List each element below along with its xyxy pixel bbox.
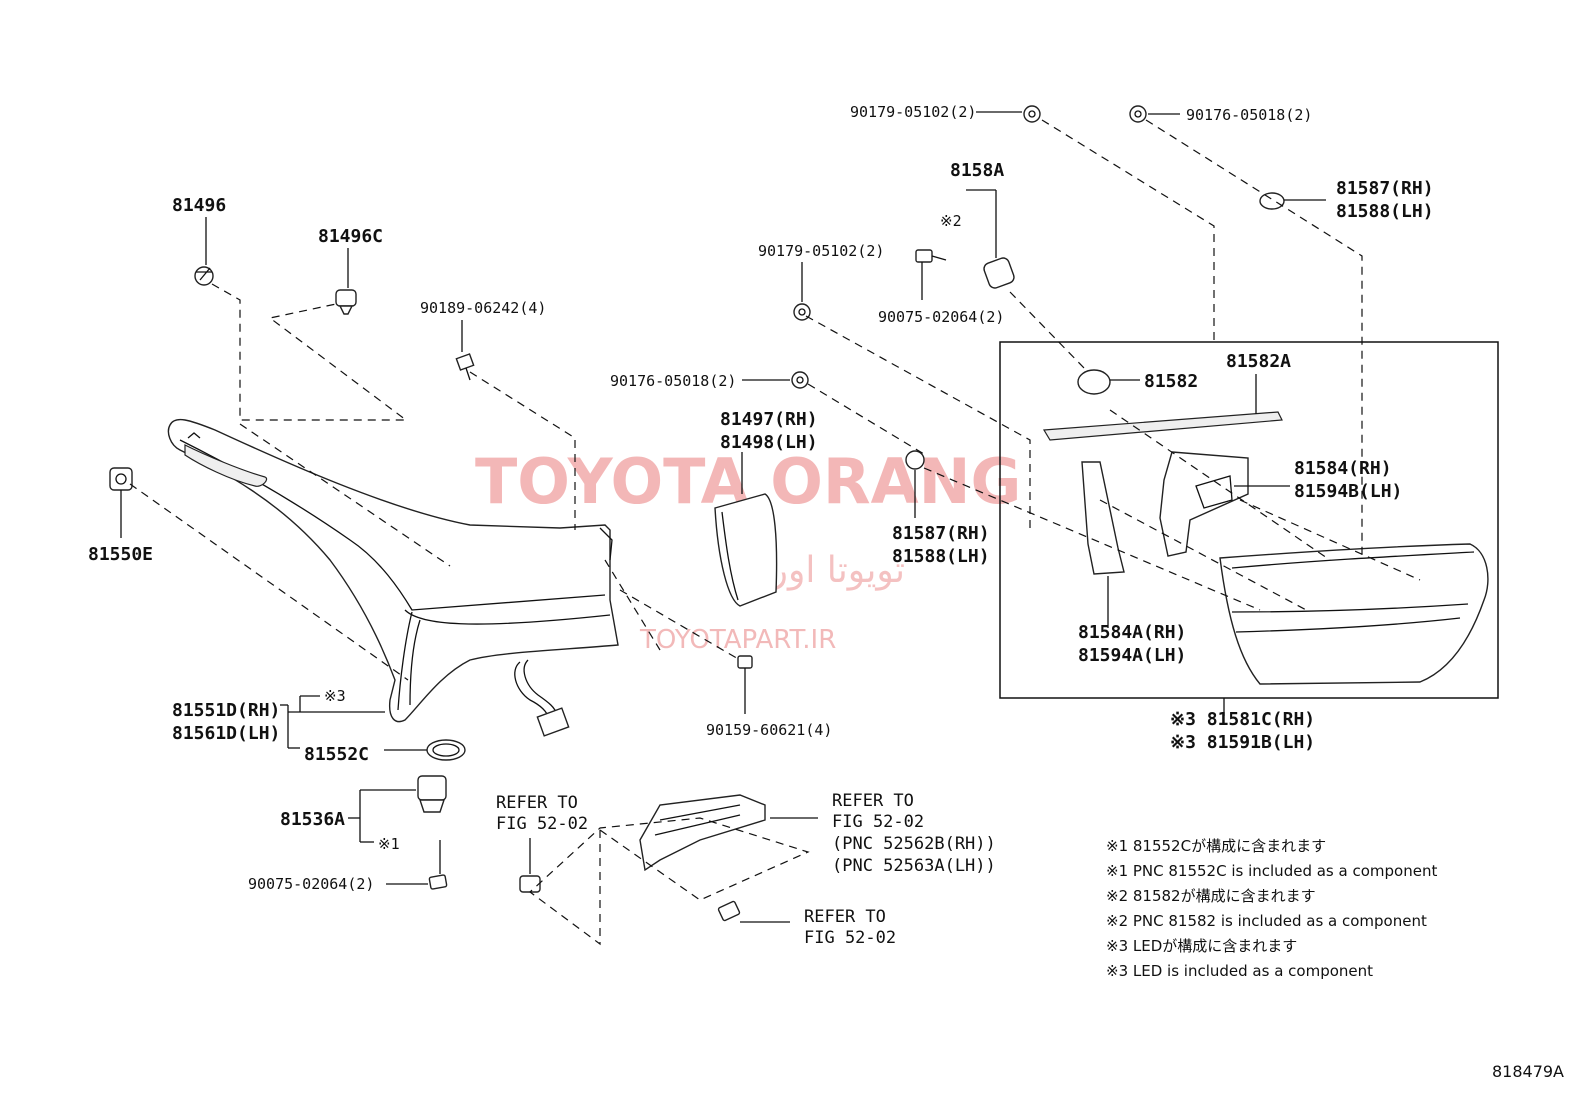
bolt-90189 — [455, 320, 475, 381]
label-81584a-rh: 81584A(RH) — [1078, 622, 1186, 643]
note-3-en: ※3 LED is included as a component — [1106, 962, 1373, 980]
refer-right-line3: (PNC 52562B(RH)) — [832, 834, 996, 854]
label-81496: 81496 — [172, 195, 226, 216]
nut-90176-top — [1129, 105, 1180, 123]
washer-81587-mid — [905, 450, 925, 518]
label-90159: 90159-60621(4) — [706, 721, 832, 739]
grommet-81496c — [335, 248, 357, 315]
label-81551d-rh: 81551D(RH) — [172, 700, 280, 721]
socket-81536a — [348, 775, 447, 843]
refer-left-line2: FIG 52-02 — [496, 814, 588, 834]
label-90189: 90189-06242(4) — [420, 299, 546, 317]
gasket-81552c — [384, 739, 466, 761]
clip-81496 — [194, 217, 214, 286]
reflector-81497 — [714, 452, 778, 607]
inner-lamp-assembly-box — [999, 341, 1499, 699]
label-81498-lh: 81498(LH) — [720, 432, 818, 453]
clip-81550e — [109, 467, 133, 538]
mounting-bracket — [519, 794, 818, 923]
label-81587-mid-rh: 81587(RH) — [892, 523, 990, 544]
label-90075-mid: 90075-02064(2) — [878, 308, 1004, 326]
label-81561d-lh: 81561D(LH) — [172, 723, 280, 744]
socket-8158a — [966, 189, 1015, 289]
washer-81587-top — [1259, 192, 1326, 210]
label-90176-mid: 90176-05018(2) — [610, 372, 736, 390]
label-mark1: ※1 — [378, 835, 400, 853]
label-90179-mid: 90179-05102(2) — [758, 242, 884, 260]
label-90075-bottom: 90075-02064(2) — [248, 875, 374, 893]
refer-bottom-line1: REFER TO — [804, 907, 886, 927]
bolt-90159 — [737, 655, 753, 714]
label-81496c: 81496C — [318, 226, 383, 247]
nut-90179-mid — [793, 262, 811, 321]
label-81584-rh: 81584(RH) — [1294, 458, 1392, 479]
refer-right-line4: (PNC 52563A(LH)) — [832, 856, 996, 876]
assembly-dashed-lines — [129, 119, 1421, 946]
bolt-90075-mid — [915, 249, 947, 300]
note-3-jp: ※3 LEDが構成に含まれます — [1106, 937, 1297, 955]
label-81550e: 81550E — [88, 544, 153, 565]
label-90176-top: 90176-05018(2) — [1186, 106, 1312, 124]
watermark-url: TOYOTAPART.IR — [639, 625, 836, 655]
footnotes: ※1 81552Cが構成に含まれます ※1 PNC 81552C is incl… — [1106, 837, 1437, 980]
label-81497-rh: 81497(RH) — [720, 409, 818, 430]
nut-90179-top — [976, 105, 1041, 123]
label-8158a: 8158A — [950, 160, 1004, 181]
tail-lamp-outer-body — [167, 418, 619, 737]
label-81594a-lh: 81594A(LH) — [1078, 645, 1186, 666]
left-leaders — [280, 695, 385, 749]
refer-left-line1: REFER TO — [496, 793, 578, 813]
label-mark2: ※2 — [940, 212, 962, 230]
label-81588-mid-lh: 81588(LH) — [892, 546, 990, 567]
label-90179-top: 90179-05102(2) — [850, 103, 976, 121]
refer-right-line1: REFER TO — [832, 791, 914, 811]
figure-code: 818479A — [1492, 1062, 1564, 1081]
label-81587-top-rh: 81587(RH) — [1336, 178, 1434, 199]
label-81581c-rh: ※3 81581C(RH) — [1170, 709, 1315, 730]
label-81591b-lh: ※3 81591B(LH) — [1170, 732, 1315, 753]
refer-bottom-line2: FIG 52-02 — [804, 928, 896, 948]
bolt-90075-bottom — [386, 840, 448, 890]
note-1-en: ※1 PNC 81552C is included as a component — [1106, 862, 1437, 880]
note-2-en: ※2 PNC 81582 is included as a component — [1106, 912, 1427, 930]
nut-90176-mid — [742, 371, 809, 389]
note-2-jp: ※2 81582が構成に含まれます — [1106, 887, 1316, 905]
label-81536a: 81536A — [280, 809, 345, 830]
label-81588-top-lh: 81588(LH) — [1336, 201, 1434, 222]
label-81552c: 81552C — [304, 744, 369, 765]
part-labels: 81496 81496C 90189-06242(4) 81550E 90179… — [88, 103, 1434, 893]
note-1-jp: ※1 81552Cが構成に含まれます — [1106, 837, 1326, 855]
label-mark3: ※3 — [324, 687, 346, 705]
label-81582a: 81582A — [1226, 351, 1291, 372]
refer-right-line2: FIG 52-02 — [832, 812, 924, 832]
refer-labels: REFER TO FIG 52-02 REFER TO FIG 52-02 (P… — [496, 791, 996, 948]
label-81582: 81582 — [1144, 371, 1198, 392]
label-81594b-lh: 81594B(LH) — [1294, 481, 1402, 502]
